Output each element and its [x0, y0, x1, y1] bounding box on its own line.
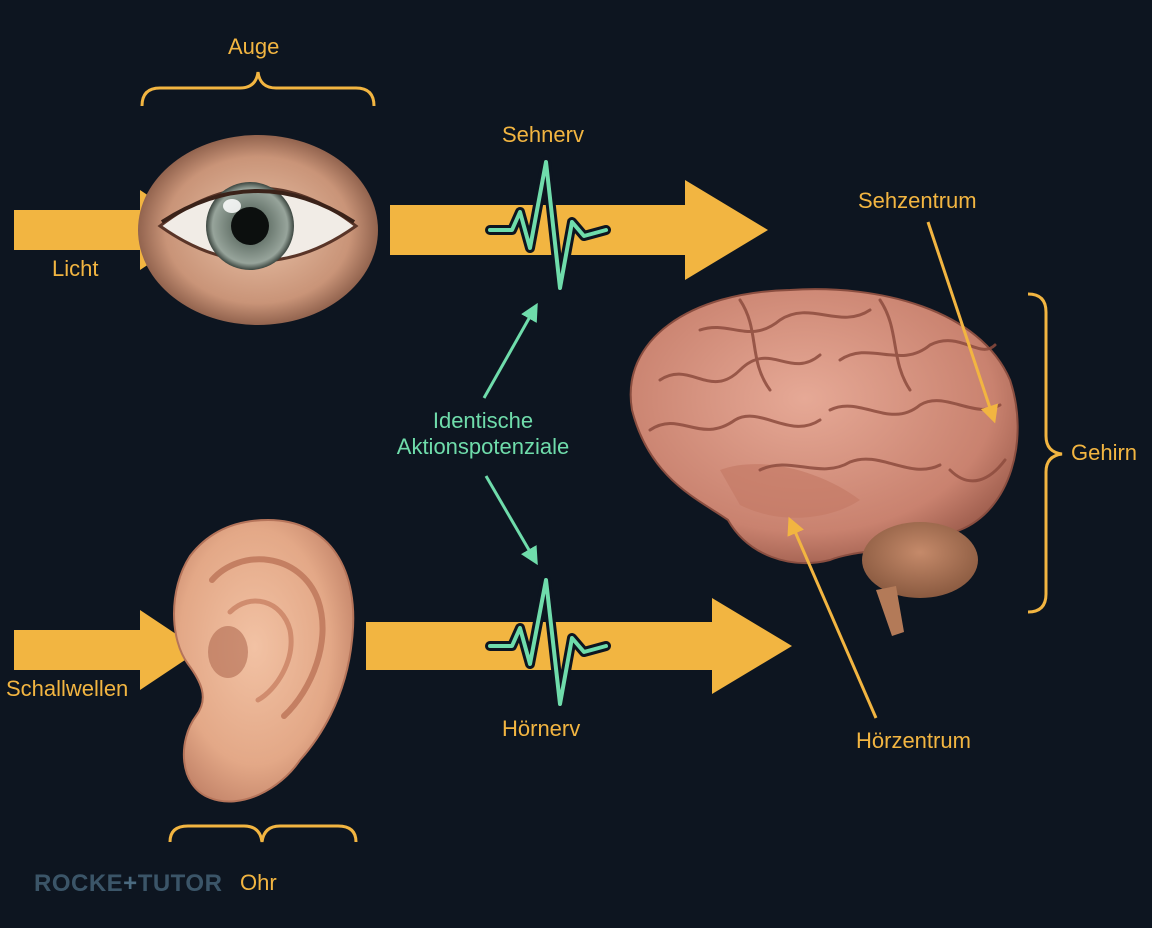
label-gehirn: Gehirn [1071, 440, 1138, 465]
label-identische-line2: Aktionspotenziale [396, 434, 570, 459]
label-identische-line1: Identische [432, 408, 534, 433]
label-sehnerv: Sehnerv [502, 122, 584, 147]
brand-logo: ROCKE+TUTOR [34, 870, 222, 898]
schallwellen-arrow [14, 610, 200, 690]
label-licht: Licht [52, 256, 99, 281]
eye-image [138, 135, 378, 325]
identische-arrow-down [484, 475, 538, 566]
label-identische: Identische Aktionspotenziale [378, 408, 588, 460]
label-sehzentrum: Sehzentrum [858, 188, 977, 213]
gehirn-bracket [1027, 292, 1063, 614]
brand-plus: + [123, 870, 138, 897]
label-auge: Auge [228, 34, 280, 59]
hoerzentrum-pointer [787, 516, 878, 719]
brand-part2: TUTOR [137, 870, 223, 897]
label-schallwellen: Schallwellen [6, 676, 129, 701]
ear-image [173, 518, 355, 803]
brand-part1: ROCKE [34, 870, 124, 897]
label-ohr: Ohr [240, 870, 277, 895]
label-hoernerv: Hörnerv [502, 716, 581, 741]
identische-arrow-up [482, 302, 538, 399]
sehzentrum-pointer [926, 221, 998, 424]
ohr-bracket [168, 824, 358, 843]
label-hoerzentrum: Hörzentrum [856, 728, 971, 753]
auge-bracket [140, 71, 376, 107]
brain-image [629, 288, 1019, 636]
